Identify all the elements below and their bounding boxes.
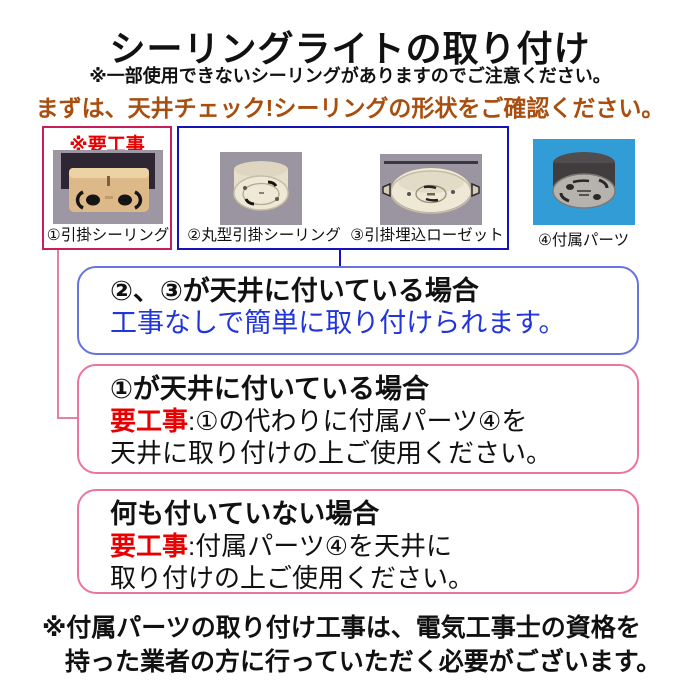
no-work-group-box: ②丸型引掛シーリング ③引掛埋込ローゼット [177,126,509,250]
case2-body-rest: :①の代わりに付属パーツ④を [188,406,528,436]
required-work-label: 要工事 [110,406,189,436]
case3-title: 何も付いていない場合 [110,499,380,529]
ceiling-check-heading: まずは、天井チェック!シーリングの形状をご確認ください。 [35,95,665,121]
case3-body-line2: 取り付けの上ご使用ください。 [110,563,475,593]
case1-title: ②、③が天井に付いている場合 [110,276,479,306]
connector-pink-vertical [57,250,59,419]
item-label-4: ④付属パーツ [538,232,630,249]
footer-note: ※付属パーツの取り付け工事は、電気工事士の資格を 持った業者の方に行っていただく… [42,611,661,679]
item-label-3: ③引掛埋込ローゼット [350,227,504,244]
embedded-rosette-photo [380,154,482,225]
footer-note-line2: 持った業者の方に行っていただく必要がございます。 [65,648,662,676]
case3-body-line1: 要工事:付属パーツ④を天井に [110,530,627,562]
required-work-label: 要工事 [110,531,189,561]
item-label-1: ①引掛シーリング [46,227,170,244]
case-box-item1-present: ①が天井に付いている場合 要工事:①の代わりに付属パーツ④を 天井に取り付けの上… [77,364,639,474]
case-box-nothing-present: 何も付いていない場合 要工事:付属パーツ④を天井に 取り付けの上ご使用ください。 [77,489,639,594]
hikkake-ceiling-photo [53,150,163,224]
case2-body-line2: 天井に取り付けの上ご使用ください。 [110,438,553,468]
round-hikkake-ceiling-photo [220,152,302,225]
connector-pink-horizontal [57,417,77,419]
item-label-2: ②丸型引掛シーリング [187,227,341,244]
case2-title: ①が天井に付いている場合 [110,374,430,404]
case1-body: 工事なしで簡単に取り付けられます。 [110,308,566,338]
usage-note: ※一部使用できないシーリングがありますのでご注意ください。 [89,66,611,86]
needs-work-group-box: ※要工事 ①引掛シーリング [42,126,172,250]
attachment-part-photo [533,139,635,225]
case2-body-line1: 要工事:①の代わりに付属パーツ④を [110,405,627,437]
case-box-no-work: ②、③が天井に付いている場合 工事なしで簡単に取り付けられます。 [77,266,639,355]
footer-note-line1: ※付属パーツの取り付け工事は、電気工事士の資格を [42,614,641,642]
connector-blue-vertical [339,250,341,267]
case3-body-rest: :付属パーツ④を天井に [188,531,453,561]
page-title: シーリングライトの取り付け [109,28,591,69]
